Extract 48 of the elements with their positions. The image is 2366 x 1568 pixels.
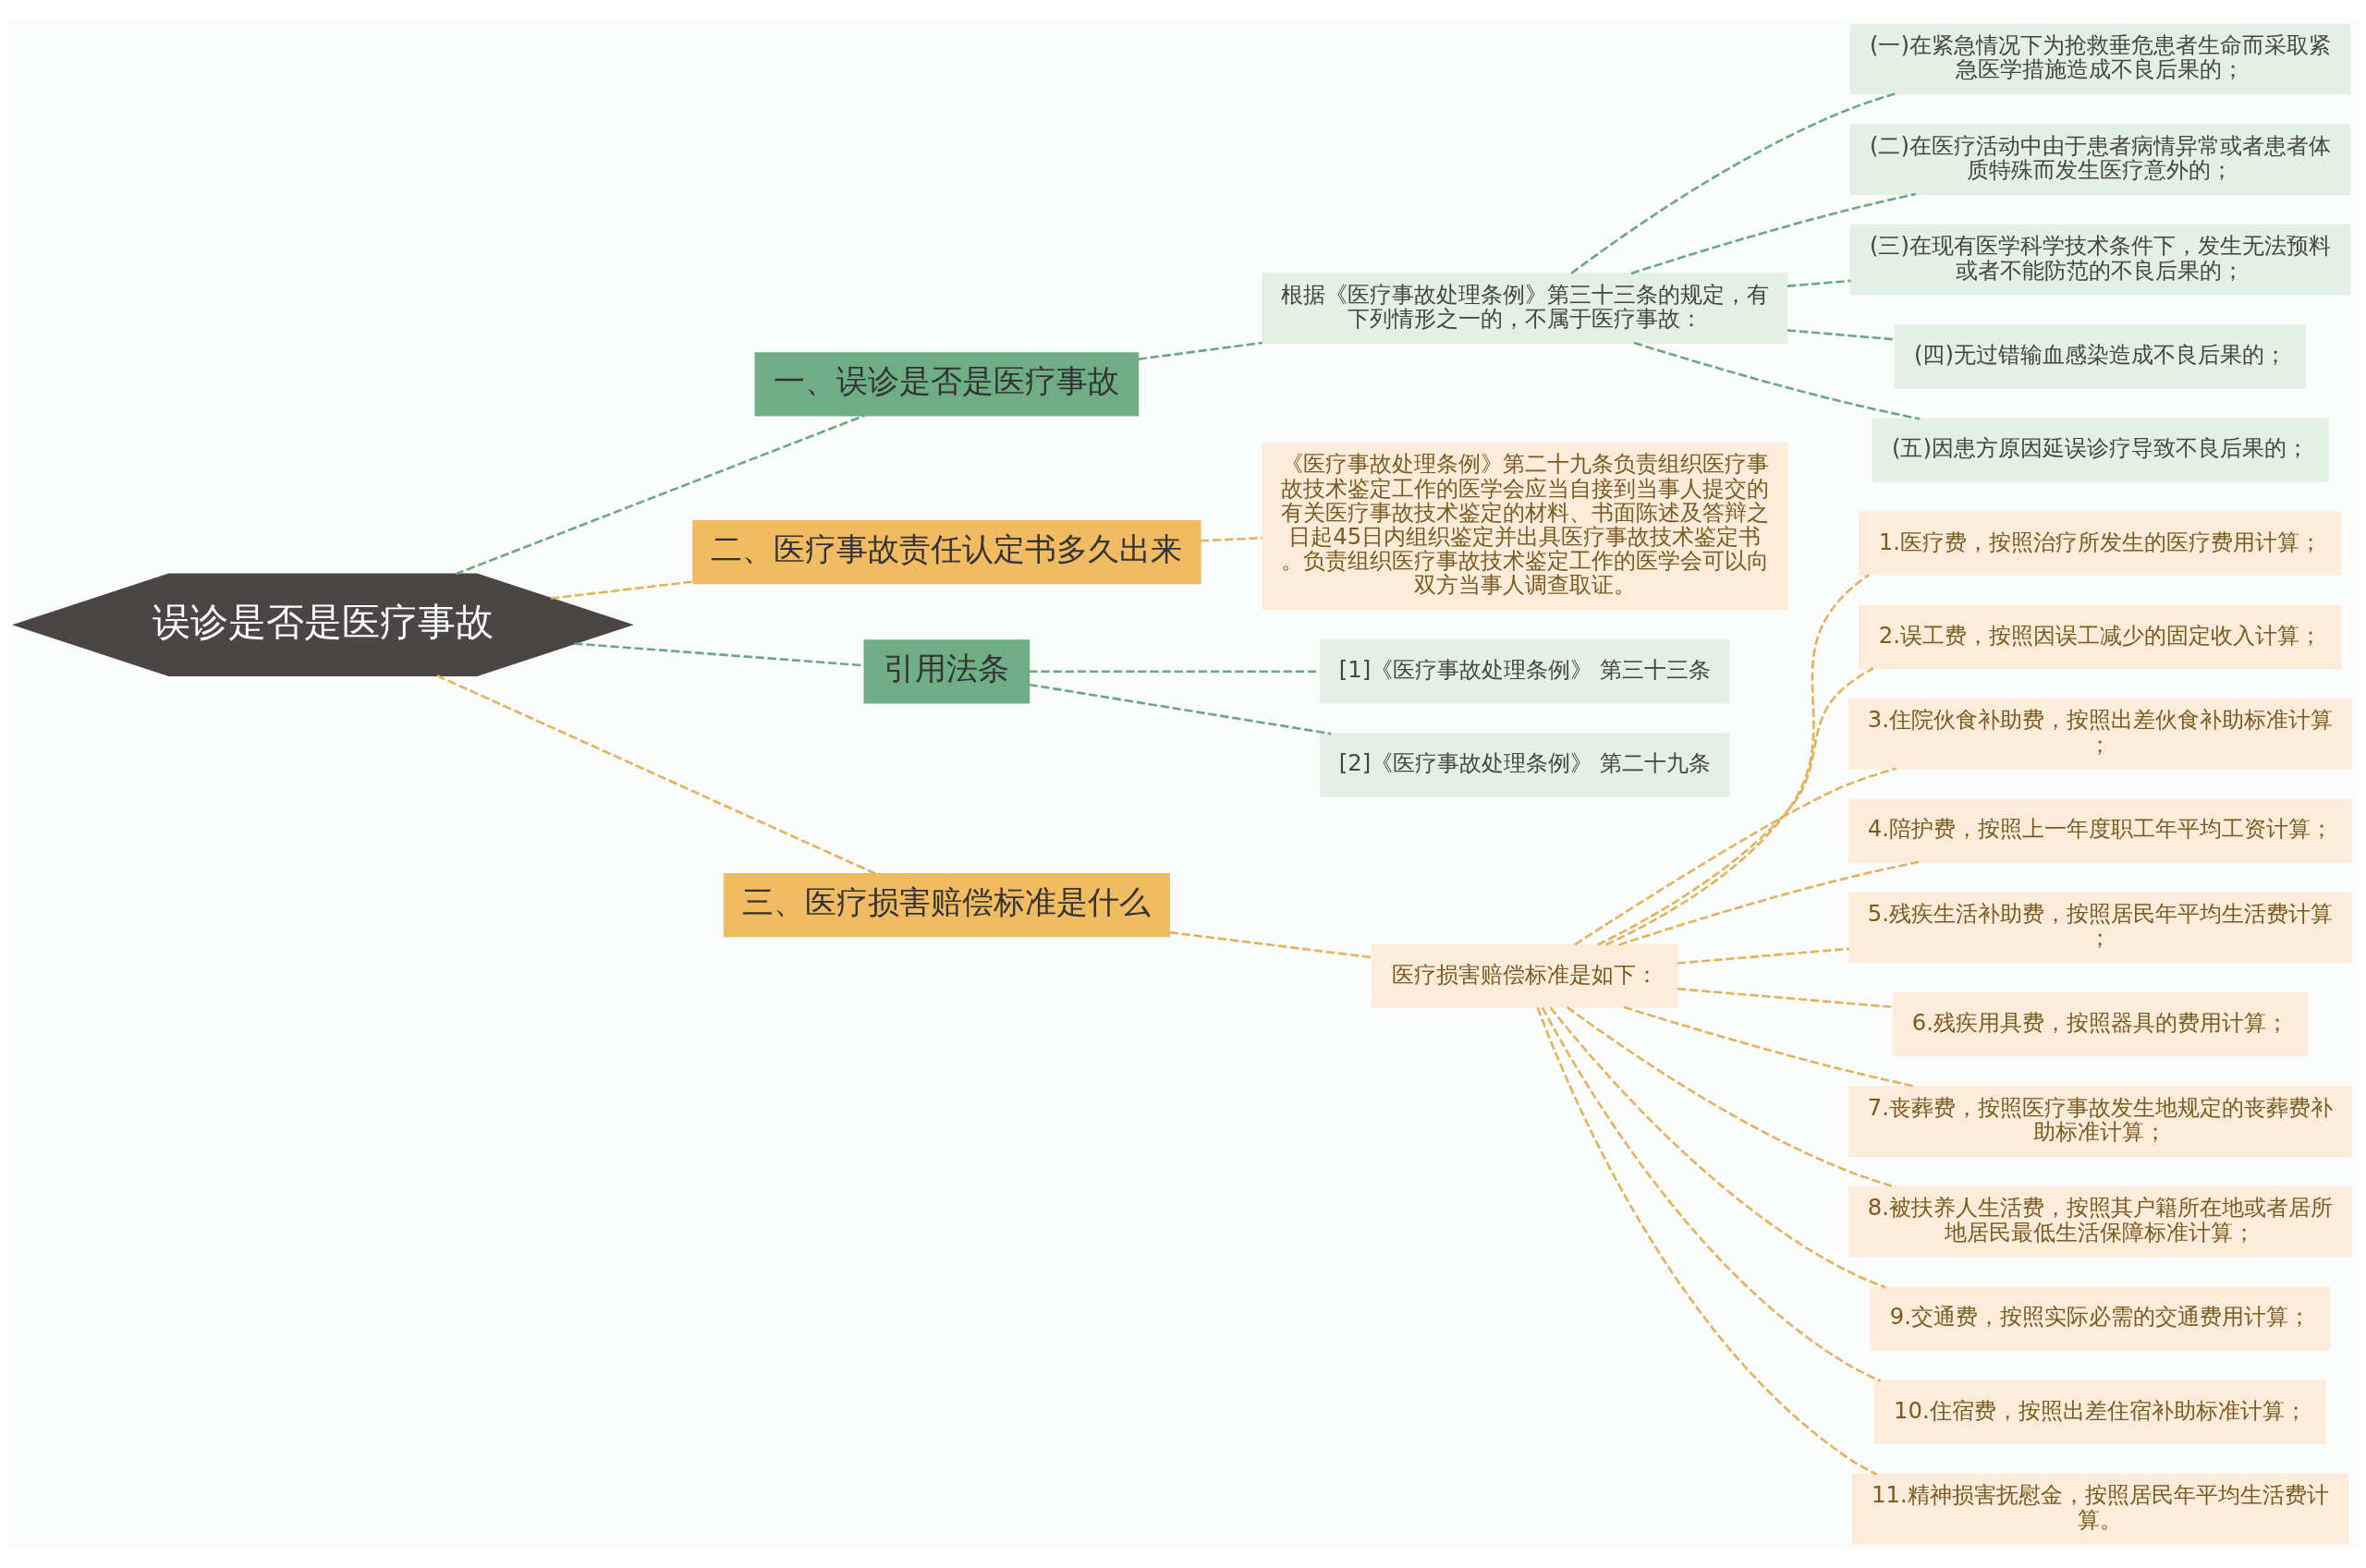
node-box: (二)在医疗活动中由于患者病情异常或者患者体质特殊而发生医疗意外的； <box>1849 124 2350 195</box>
node-box: 4.陪护费，按照上一年度职工年平均工资计算； <box>1848 798 2352 863</box>
connector <box>1169 930 1372 959</box>
node-box: 医疗损害赔偿标准是如下： <box>1372 943 1678 1008</box>
connector <box>550 580 693 600</box>
connector <box>1536 1007 1877 1476</box>
node-box: [2]《医疗事故处理条例》 第二十九条 <box>1319 733 1730 797</box>
node-box: 一、误诊是否是医疗事故 <box>754 352 1140 417</box>
connector <box>1029 683 1332 735</box>
node-box: (三)在现有医学科学技术条件下，发生无法预料或者不能防范的不良后果的； <box>1849 224 2350 296</box>
node-box: 8.被扶养人生活费，按照其户籍所在地或者居所地居民最低生活保障标准计算； <box>1848 1185 2352 1258</box>
node-box: 引用法条 <box>863 639 1031 704</box>
connector <box>1605 574 1871 946</box>
connector <box>1787 329 1895 341</box>
node-box: 9.交通费，按照实际必需的交通费用计算； <box>1870 1286 2331 1351</box>
node-box: 三、医疗损害赔偿标准是什么 <box>723 872 1170 938</box>
connector <box>1623 1005 1917 1088</box>
node-box: 二、医疗事故责任认定书多久出来 <box>692 519 1201 585</box>
node-box: 3.住院伙食补助费，按照出差伙食补助标准计算； <box>1848 698 2352 770</box>
node-box: 7.丧葬费，按照医疗事故发生地规定的丧葬费补助标准计算； <box>1848 1086 2352 1157</box>
connector <box>1787 279 1851 287</box>
node-box: 根据《医疗事故处理条例》第三十三条的规定，有下列情形之一的，不属于医疗事故： <box>1262 273 1788 344</box>
connector <box>1630 192 1916 275</box>
node-box: (四)无过错输血感染造成不良后果的； <box>1894 324 2307 389</box>
node-box: (一)在紧急情况下为抢救垂危患者生命而采取紧急医学措施造成不良后果的； <box>1849 23 2350 95</box>
connector <box>1574 767 1896 946</box>
node-box: 2.误工费，按照因误工减少的固定收入计算； <box>1859 604 2342 669</box>
node-box: (五)因患方原因延误诊疗导致不良后果的； <box>1872 418 2329 482</box>
connector <box>1677 947 1849 965</box>
connector <box>1567 1006 1896 1188</box>
connector <box>1570 92 1896 274</box>
connector <box>1200 536 1262 542</box>
connector <box>1549 1006 1886 1289</box>
connector <box>1677 987 1894 1009</box>
node-box: 《医疗事故处理条例》第二十九条负责组织医疗事故技术鉴定工作的医学会应当自接到当事人提交的有关医疗事故技术鉴定的材料、书面陈述及答辩之日起45日内组织鉴定并出具医疗事故技术鉴定书。负责组织医疗事故技术鉴定工作的医学会可以向双方当事人调查取证。 <box>1262 442 1788 611</box>
node-box: 6.残疾用具费，按照器具的费用计算； <box>1892 992 2309 1057</box>
connector <box>1618 860 1920 946</box>
node-box: 1.医疗费，按照治疗所发生的医疗费用计算； <box>1859 511 2342 576</box>
connector <box>1541 1006 1882 1382</box>
connector <box>436 674 877 875</box>
connector <box>455 414 865 576</box>
node-box: [1]《医疗事故处理条例》 第三十三条 <box>1319 639 1730 704</box>
node-box: 10.住宿费，按照出差住宿补助标准计算； <box>1874 1380 2326 1444</box>
node-box: 5.残疾生活补助费，按照居民年平均生活费计算； <box>1848 892 2352 964</box>
connector <box>1597 667 1874 946</box>
connector <box>1138 341 1262 361</box>
node-box: 11.精神损害抚慰金，按照居民年平均生活费计算。 <box>1851 1473 2349 1545</box>
connector <box>1633 341 1921 420</box>
